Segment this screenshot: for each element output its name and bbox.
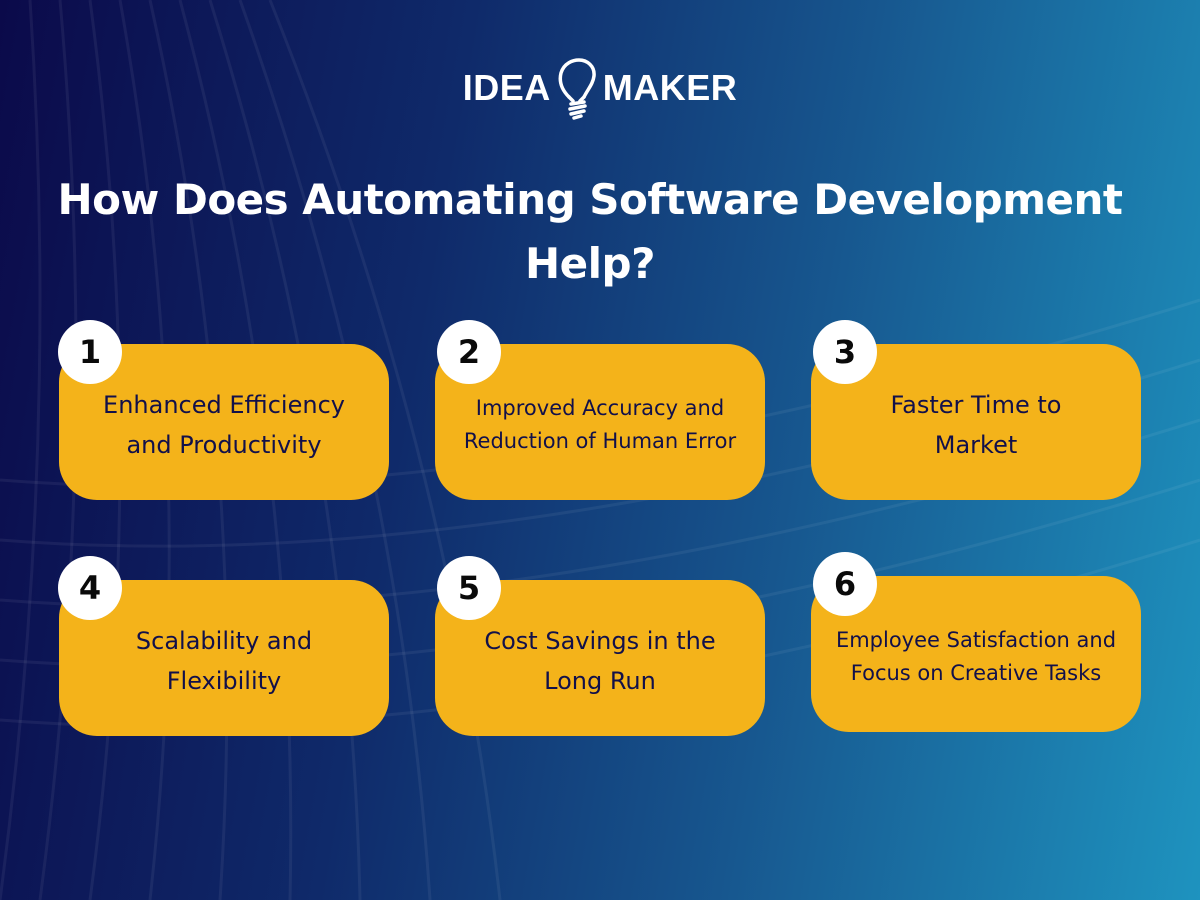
logo-text-idea: IDEA	[462, 67, 551, 108]
benefit-label: Employee Satisfaction and Focus on Creat…	[835, 628, 1117, 685]
benefit-label: Scalability and Flexibility	[135, 627, 313, 695]
lightbulb-icon	[558, 58, 596, 120]
title-line-2: Help?	[525, 239, 655, 288]
brand-logo: IDEA MAKER	[0, 55, 1200, 121]
benefit-label: Enhanced Efficiency and Productivity	[103, 391, 345, 459]
benefit-label: Faster Time to Market	[890, 391, 1062, 459]
number-badge-3: 3	[813, 320, 877, 384]
benefit-card-1: Enhanced Efficiency and Productivity	[59, 344, 389, 500]
title-line-1: How Does Automating Software Development	[57, 175, 1123, 224]
number-badge-2: 2	[437, 320, 501, 384]
logo-text-maker: MAKER	[602, 67, 738, 108]
number-badge-5: 5	[437, 556, 501, 620]
page-title: How Does Automating Software Development…	[40, 168, 1140, 296]
number-badge-4: 4	[58, 556, 122, 620]
benefit-card-5: Cost Savings in the Long Run	[435, 580, 765, 736]
benefit-label: Cost Savings in the Long Run	[484, 627, 716, 695]
number-badge-6: 6	[813, 552, 877, 616]
number-badge-1: 1	[58, 320, 122, 384]
benefit-label: Improved Accuracy and Reduction of Human…	[463, 396, 737, 453]
